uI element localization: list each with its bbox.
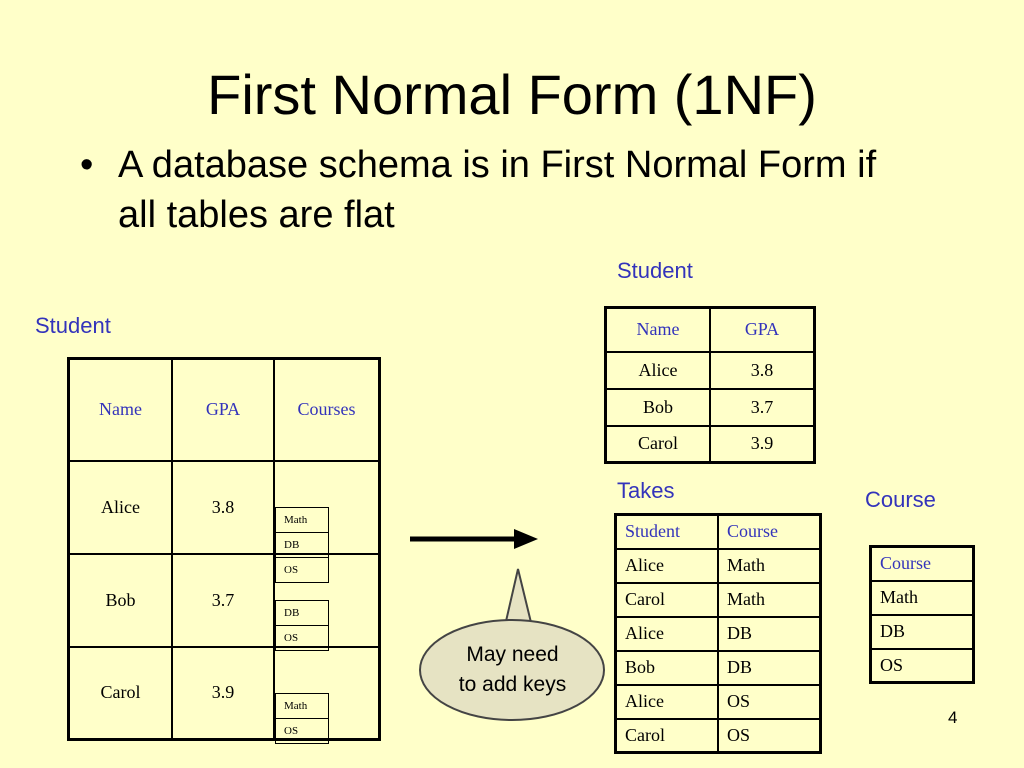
- page-number: 4: [948, 708, 958, 727]
- table-row: OS: [869, 647, 975, 684]
- bullet-text: A database schema is in First Normal For…: [118, 144, 877, 236]
- table-row: Alice OS: [614, 683, 822, 720]
- cell-name: Alice: [67, 459, 173, 555]
- table-row: Math: [869, 579, 975, 616]
- cell-course: DB: [717, 615, 822, 652]
- course-item: Math: [275, 692, 329, 719]
- course-item: Math: [275, 507, 329, 533]
- cell-course: OS: [717, 683, 822, 720]
- table-row: Alice 3.8: [604, 350, 816, 390]
- callout-line-1: May need: [466, 643, 559, 666]
- cell-gpa: 3.8: [171, 459, 275, 555]
- header-student: Student: [614, 513, 719, 550]
- course-item: OS: [275, 557, 329, 583]
- right-arrow-icon: [410, 529, 538, 549]
- course-item: OS: [275, 717, 329, 744]
- cell-gpa: 3.7: [171, 552, 275, 648]
- header-course: Course: [717, 513, 822, 550]
- header-name: Name: [67, 357, 173, 462]
- slide-title: First Normal Form (1NF): [207, 63, 817, 126]
- cell-gpa: 3.7: [709, 387, 816, 427]
- table-row: Alice DB: [614, 615, 822, 652]
- table-row: Carol 3.9: [604, 424, 816, 464]
- header-course: Course: [869, 545, 975, 582]
- cell-course: OS: [869, 647, 975, 684]
- cell-student: Carol: [614, 717, 719, 754]
- cell-student: Alice: [614, 547, 719, 584]
- bullet-symbol: •: [80, 144, 94, 186]
- cell-name: Alice: [604, 350, 711, 390]
- table-row: Carol Math: [614, 581, 822, 618]
- cell-courses: Math DB OS: [273, 459, 381, 583]
- table-row: Bob 3.7 DB OS: [67, 552, 381, 651]
- table-row: Alice Math: [614, 547, 822, 584]
- cell-gpa: 3.9: [709, 424, 816, 464]
- course-item: DB: [275, 600, 329, 626]
- cell-gpa: 3.8: [709, 350, 816, 390]
- nested-table-label: Student: [35, 313, 111, 338]
- cell-student: Bob: [614, 649, 719, 686]
- cell-name: Carol: [604, 424, 711, 464]
- course-table-label: Course: [865, 487, 936, 512]
- header-name: Name: [604, 306, 711, 353]
- cell-course: DB: [717, 649, 822, 686]
- nested-student-table: Name GPA Courses Alice 3.8 Math DB OS Bo…: [67, 357, 381, 744]
- header-courses: Courses: [273, 357, 381, 462]
- speech-bubble-shape: [419, 568, 605, 721]
- cell-student: Alice: [614, 683, 719, 720]
- header-gpa: GPA: [709, 306, 816, 353]
- cell-course: OS: [717, 717, 822, 754]
- table-row: Carol 3.9 Math OS: [67, 645, 381, 744]
- cell-course: Math: [869, 579, 975, 616]
- callout-line-2: to add keys: [458, 673, 567, 696]
- cell-courses: Math OS: [273, 645, 381, 744]
- cell-student: Alice: [614, 615, 719, 652]
- student-table-label: Student: [617, 258, 693, 283]
- cell-course: DB: [869, 613, 975, 650]
- callout-text: May need to add keys: [430, 640, 595, 700]
- cell-name: Bob: [604, 387, 711, 427]
- course-table: Course Math DB OS: [869, 545, 975, 684]
- header-gpa: GPA: [171, 357, 275, 462]
- table-row: DB: [869, 613, 975, 650]
- table-row: Bob DB: [614, 649, 822, 686]
- course-item: DB: [275, 532, 329, 558]
- cell-course: Math: [717, 581, 822, 618]
- courses-subtable: Math DB OS: [275, 507, 329, 583]
- takes-table: Student Course Alice Math Carol Math Ali…: [614, 513, 822, 754]
- courses-subtable: DB OS: [275, 600, 329, 651]
- table-row: Bob 3.7: [604, 387, 816, 427]
- cell-course: Math: [717, 547, 822, 584]
- table-row: Carol OS: [614, 717, 822, 754]
- cell-student: Carol: [614, 581, 719, 618]
- courses-subtable: Math OS: [275, 692, 329, 744]
- table-row: Alice 3.8 Math DB OS: [67, 459, 381, 583]
- takes-table-label: Takes: [617, 478, 675, 503]
- student-table: Name GPA Alice 3.8 Bob 3.7 Carol 3.9: [604, 306, 816, 464]
- cell-name: Carol: [67, 645, 173, 741]
- cell-gpa: 3.9: [171, 645, 275, 741]
- cell-name: Bob: [67, 552, 173, 648]
- course-item: OS: [275, 625, 329, 651]
